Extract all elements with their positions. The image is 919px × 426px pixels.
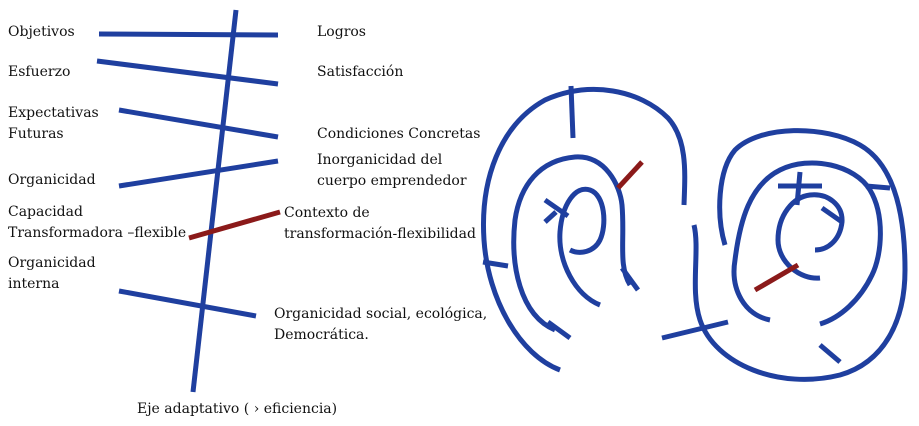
label-capacidad-transformadora: Capacidad Transformadora –flexible <box>8 204 187 241</box>
tick-center-bottom-mark <box>661 319 729 341</box>
label-satisfaccion: Satisfacción <box>317 64 404 80</box>
adaptive-axis-line <box>190 9 239 393</box>
tick-bottom-left-mark <box>546 319 572 341</box>
left-spiral-inner-curve <box>557 186 607 308</box>
right-spiral-middle-curve <box>731 160 883 327</box>
red-tick-right-spiral <box>753 262 800 293</box>
tick-left-mark <box>482 259 509 269</box>
tick-inner-left-mark <box>543 197 570 219</box>
label-organicidad: Organicidad <box>8 172 96 188</box>
label-esfuerzo: Esfuerzo <box>8 64 71 80</box>
tick-right-bottom-mark <box>818 343 842 364</box>
label-inorganicidad: Inorganicidad del cuerpo emprendedor <box>317 152 467 189</box>
label-contexto-transformacion: Contexto de transformación-flexibilidad <box>284 205 476 242</box>
objetivos-logros-line <box>98 31 279 38</box>
label-organicidad-interna: Organicidad interna <box>8 255 96 292</box>
label-condiciones-concretas: Condiciones Concretas <box>317 126 481 142</box>
outer-loop-curve <box>481 87 688 373</box>
right-spiral-inner-curve <box>775 192 845 281</box>
label-expectativas-futuras: Expectativas Futuras <box>8 105 99 142</box>
tick-top-mark <box>568 85 576 139</box>
esfuerzo-satisfaccion-line <box>96 58 279 87</box>
tick-middle-right-mark <box>619 266 641 292</box>
tick-right-mid-mark <box>820 205 844 225</box>
label-objetivos: Objetivos <box>8 24 75 40</box>
expectativas-condiciones-line <box>118 107 279 140</box>
right-spiral-outer-curve <box>691 128 908 382</box>
left-spiral-middle-curve <box>511 154 633 333</box>
label-eje-adaptativo: Eje adaptativo ( › eficiencia) <box>137 401 338 417</box>
tick-right-top-mark <box>865 183 891 191</box>
capacidad-contexto-line <box>188 209 281 241</box>
label-logros: Logros <box>317 24 366 40</box>
tick-inner-left-2-mark <box>543 210 558 224</box>
red-tick-left-spiral <box>616 160 644 190</box>
organicidad-inorganicidad-line <box>118 158 279 189</box>
label-organicidad-social: Organicidad social, ecológica, Democráti… <box>274 306 488 343</box>
tick-right-inner-v-mark <box>794 171 803 206</box>
organicidad-interna-social-line <box>118 288 257 319</box>
